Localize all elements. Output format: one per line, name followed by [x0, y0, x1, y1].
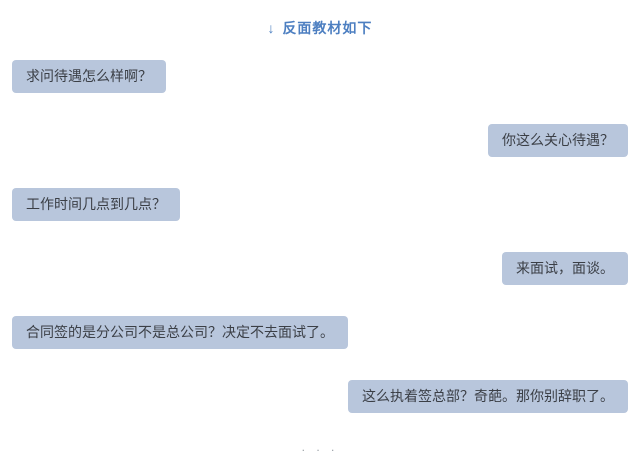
message-row: 合同签的是分公司不是总公司？决定不去面试了。 — [0, 316, 640, 349]
down-arrow-icon: ↓ — [267, 20, 276, 36]
more-indicator: . . . — [301, 440, 339, 454]
message-row: 你这么关心待遇？ — [0, 124, 640, 157]
chat-bubble-left: 求问待遇怎么样啊？ — [12, 60, 166, 93]
message-row: 工作时间几点到几点？ — [0, 188, 640, 221]
chat-bubble-right: 来面试，面谈。 — [502, 252, 628, 285]
message-row: 求问待遇怎么样啊？ — [0, 60, 640, 93]
chat-bubble-left: 合同签的是分公司不是总公司？决定不去面试了。 — [12, 316, 348, 349]
message-row: 这么执着签总部？奇葩。那你别辞职了。 — [0, 380, 640, 413]
chat-bubble-left: 工作时间几点到几点？ — [12, 188, 180, 221]
chat-bubble-right: 这么执着签总部？奇葩。那你别辞职了。 — [348, 380, 628, 413]
page-title: ↓ 反面教材如下 — [0, 18, 640, 38]
chat-bubble-right: 你这么关心待遇？ — [488, 124, 628, 157]
header-label: 反面教材如下 — [282, 20, 373, 36]
message-row: 来面试，面谈。 — [0, 252, 640, 285]
